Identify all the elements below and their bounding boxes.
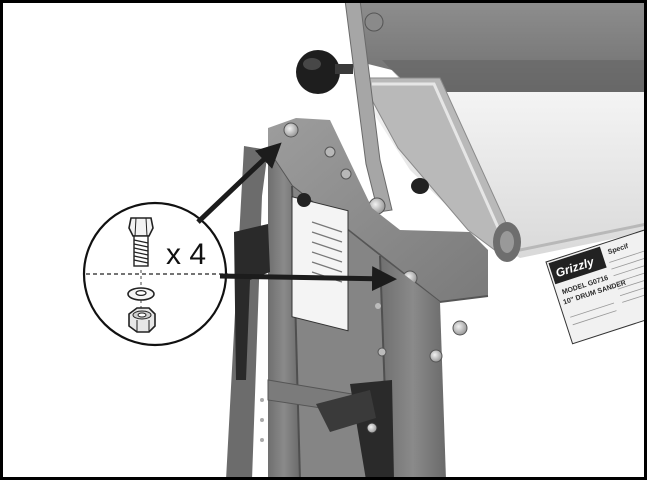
hex-nut-icon (128, 307, 156, 333)
bracket-bolt (366, 422, 378, 434)
plate-bolt-b (340, 168, 352, 180)
lock-knob-stem (335, 64, 353, 74)
leg-hole-b (429, 349, 443, 363)
hex-bolt-icon (128, 217, 154, 267)
leg-hole-c (377, 347, 387, 357)
hardware-callout: x 4 (82, 201, 228, 347)
arrow-icon (219, 266, 397, 292)
leg-hole-a (452, 320, 468, 336)
arm-pivot (364, 12, 384, 32)
plate-bolt-a (324, 146, 336, 158)
quantity-label: x 4 (166, 238, 206, 271)
arrow-icon (196, 142, 282, 224)
mount-bolt-rear (283, 122, 299, 138)
warning-decal (291, 196, 349, 332)
warning-decal-symbol (297, 193, 311, 207)
lock-knob-highlight (303, 58, 321, 70)
side-rail-highlight (372, 82, 502, 233)
stand-leg-front-right (380, 256, 446, 480)
height-arm (344, 0, 393, 213)
motor-housing-shadow (382, 60, 647, 100)
stand-top-plate (268, 118, 488, 302)
small-knob (411, 178, 429, 194)
roller-end-inner (500, 231, 514, 253)
foot-bracket (316, 390, 376, 432)
lock-knob (296, 50, 340, 94)
pointer-arrows (196, 142, 397, 292)
leg-rivets (260, 398, 264, 442)
flat-washer-icon (127, 287, 155, 301)
leg-hole-d (375, 303, 381, 309)
side-bracket-left (234, 224, 270, 380)
drum-sander-machine: Grizzly Specif MODEL G0716 10" DRUM SAND… (226, 0, 647, 480)
